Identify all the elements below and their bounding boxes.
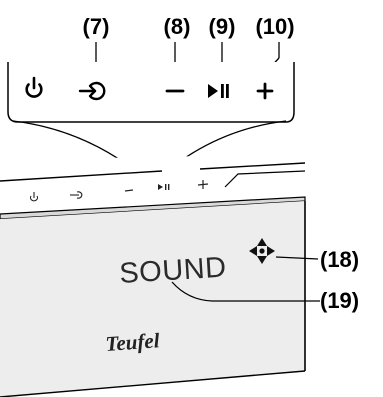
leader-line-display — [171, 281, 320, 302]
magnified-panel — [7, 62, 295, 123]
callout-navigation: (18) — [320, 247, 359, 272]
callout-input: (7) — [83, 14, 110, 39]
four-way-arrow-icon — [249, 238, 275, 264]
leader-line-navigation — [275, 256, 319, 260]
soundbar-front-panel — [0, 201, 305, 397]
front-panel-bottom-edge — [0, 370, 306, 397]
bar-play-pause-icon — [158, 184, 170, 190]
play-pause-icon — [208, 84, 229, 98]
bar-power-icon — [29, 192, 39, 202]
callout-display: (19) — [320, 288, 359, 313]
input-icon — [78, 81, 106, 101]
top-surface-groove — [224, 170, 306, 188]
callout-volume-up: (10) — [255, 14, 294, 39]
bar-input-icon — [70, 191, 83, 199]
top-surface-back-edge — [0, 170, 163, 182]
display-sound-text: SOUND — [118, 252, 227, 290]
bar-plus-icon — [197, 180, 209, 189]
plus-icon — [256, 82, 274, 100]
callout-play-pause: (9) — [209, 14, 236, 39]
bar-minus-icon — [124, 189, 134, 192]
top-surface-back-edge-right — [199, 162, 306, 170]
soundbar-top-surface — [0, 154, 305, 214]
callout-volume-down: (8) — [164, 14, 191, 39]
power-icon — [25, 76, 43, 98]
teufel-logo: Teufel — [105, 328, 161, 356]
